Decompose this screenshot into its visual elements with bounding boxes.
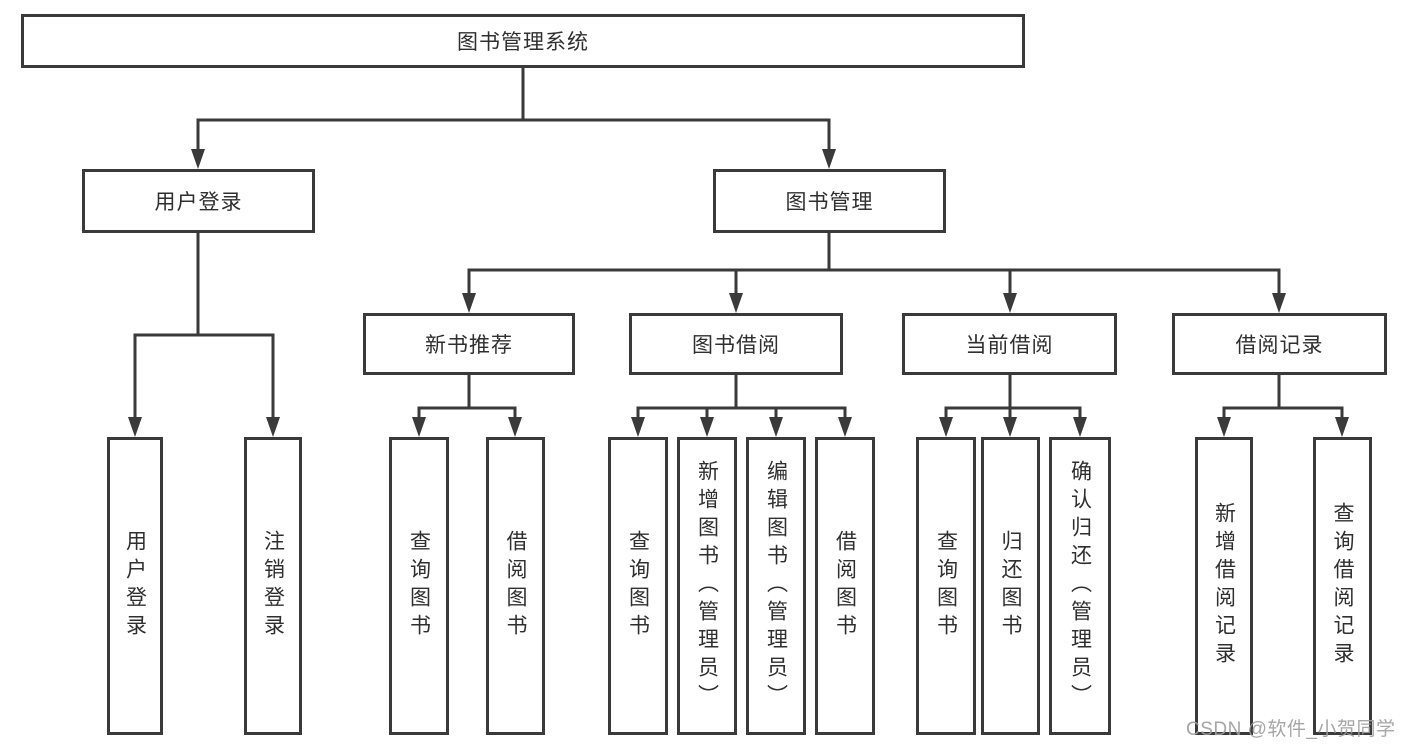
node-book-borrowing-label: 图书借阅 xyxy=(692,334,780,357)
node-user-login: 用户登录 xyxy=(82,169,315,233)
leaf-nbr-query-books-label: 查询图书 xyxy=(407,530,431,642)
bus-user-login xyxy=(133,231,275,422)
leaf-bb-edit-books-admin-label: 编辑图书（管理员） xyxy=(764,460,788,712)
node-book-management: 图书管理 xyxy=(713,169,946,233)
leaf-bb-query-books: 查询图书 xyxy=(608,437,668,735)
node-book-management-label: 图书管理 xyxy=(785,191,874,214)
leaf-cb-confirm-return-admin: 确认归还（管理员） xyxy=(1049,437,1111,735)
leaf-br-query-record-label: 查询借阅记录 xyxy=(1331,502,1354,670)
leaf-user-login-label: 用户登录 xyxy=(123,530,147,642)
leaf-cb-confirm-return-admin-label: 确认归还（管理员） xyxy=(1068,460,1092,712)
leaf-logout-label: 注销登录 xyxy=(261,530,285,642)
node-borrowing-records: 借阅记录 xyxy=(1172,313,1387,375)
leaf-br-add-record-label: 新增借阅记录 xyxy=(1212,502,1236,670)
leaf-logout: 注销登录 xyxy=(244,437,302,735)
leaf-cb-return-books: 归还图书 xyxy=(981,437,1040,735)
leaf-bb-add-books-admin: 新增图书（管理员） xyxy=(677,437,737,735)
leaf-nbr-borrow-books: 借阅图书 xyxy=(486,437,545,735)
leaf-nbr-query-books: 查询图书 xyxy=(389,437,449,735)
leaf-br-add-record: 新增借阅记录 xyxy=(1195,437,1253,735)
node-root-label: 图书管理系统 xyxy=(457,31,589,54)
leaf-cb-return-books-label: 归还图书 xyxy=(999,530,1022,642)
bus-root xyxy=(196,66,831,154)
leaf-cb-query-books: 查询图书 xyxy=(916,437,976,735)
bus-current xyxy=(944,373,1082,422)
leaf-bb-borrow-books-label: 借阅图书 xyxy=(833,530,857,642)
bus-book-mgmt xyxy=(467,231,1281,298)
node-new-book-recommend-label: 新书推荐 xyxy=(425,334,513,357)
leaf-bb-query-books-label: 查询图书 xyxy=(626,530,650,642)
leaf-bb-add-books-admin-label: 新增图书（管理员） xyxy=(695,460,719,712)
bus-record xyxy=(1222,373,1344,422)
leaf-nbr-borrow-books-label: 借阅图书 xyxy=(504,530,527,642)
leaf-br-query-record: 查询借阅记录 xyxy=(1313,437,1372,735)
node-new-book-recommend: 新书推荐 xyxy=(363,313,575,375)
node-borrowing-records-label: 借阅记录 xyxy=(1235,334,1324,357)
node-book-borrowing: 图书借阅 xyxy=(629,313,843,375)
node-root: 图书管理系统 xyxy=(21,14,1025,68)
leaf-bb-edit-books-admin: 编辑图书（管理员） xyxy=(746,437,806,735)
bus-borrow xyxy=(636,373,847,422)
node-current-borrowing-label: 当前借阅 xyxy=(965,334,1054,357)
csdn-watermark: CSDN @软件_小贺同学 xyxy=(1186,719,1396,740)
node-current-borrowing: 当前借阅 xyxy=(902,313,1117,375)
node-user-login-label: 用户登录 xyxy=(154,191,243,214)
leaf-user-login: 用户登录 xyxy=(107,437,163,735)
arrowheads xyxy=(128,149,1349,437)
leaf-bb-borrow-books: 借阅图书 xyxy=(815,437,875,735)
leaf-cb-query-books-label: 查询图书 xyxy=(934,530,958,642)
bus-new-book xyxy=(417,373,517,422)
